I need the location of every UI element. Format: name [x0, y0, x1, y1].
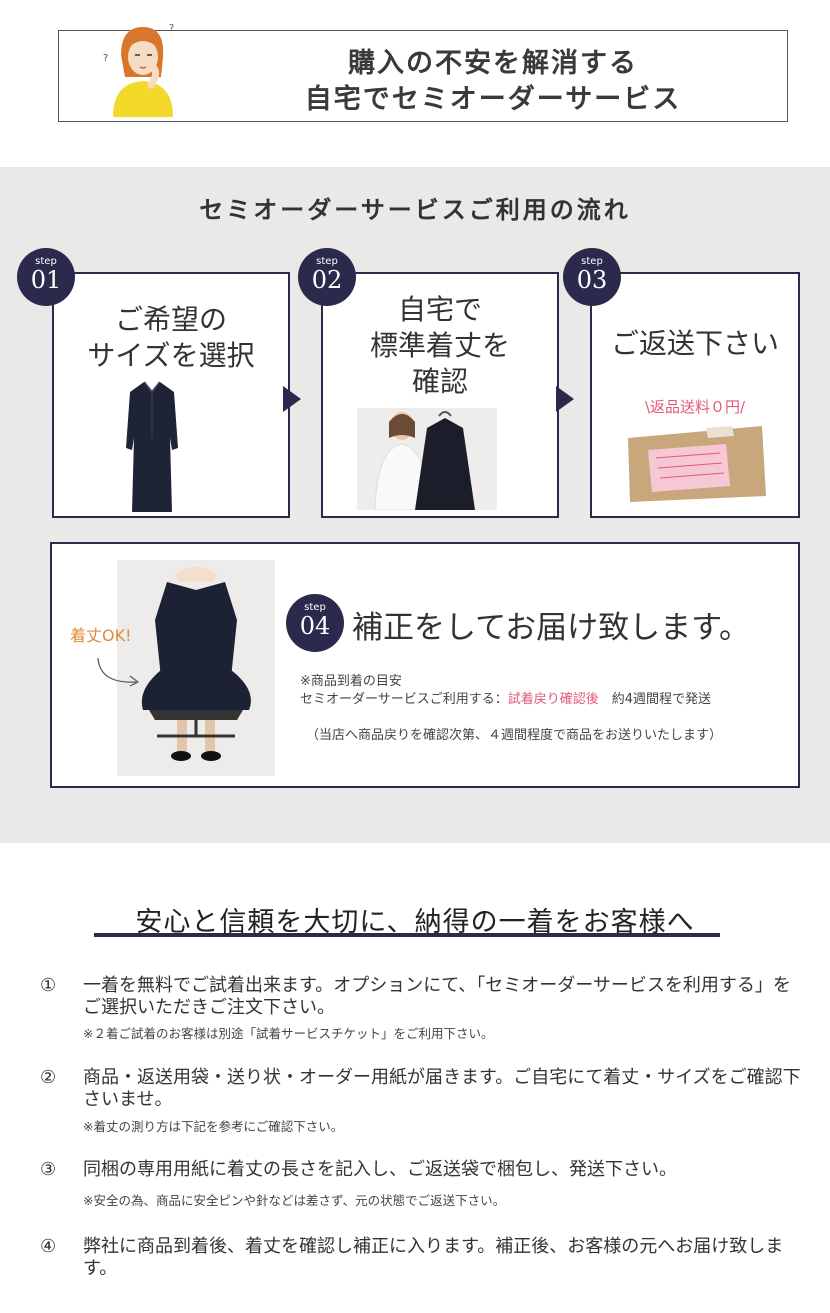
title-underline: [94, 933, 720, 937]
header-title-line1: 購入の不安を解消する: [348, 48, 638, 79]
step-03-text: ご返送下さい: [610, 327, 779, 360]
suit-photo: [126, 381, 178, 512]
return-bag-photo: [628, 426, 766, 502]
svg-text:?: ?: [169, 23, 174, 34]
step-01-card: ご希望の サイズを選択: [52, 272, 290, 518]
step-01-text: ご希望の サイズを選択: [87, 303, 255, 372]
length-ok-callout: 着丈OK!: [70, 626, 132, 645]
arrow-right-icon: [556, 386, 574, 412]
step-02-card: 自宅で 標準着丈を 確認: [321, 272, 559, 518]
trust-title: 安心と信頼を大切に、納得の一着をお客様へ: [135, 907, 695, 938]
free-return-tag: \返品送料０円/: [644, 398, 746, 416]
woman-holding-jacket-photo: [357, 408, 497, 510]
list-item: ③ 同梱の専用用紙に着丈の長さを記入し、ご返送袋で梱包し、発送下さい。 ※安全の…: [40, 1159, 677, 1208]
curved-arrow-icon: [97, 657, 140, 687]
step-02-badge: step 02: [298, 248, 356, 306]
header-title-line2: 自宅でセミオーダーサービス: [304, 84, 682, 115]
delivery-note: セミオーダーサービスご利用する：試着戻り確認後 約4週間程で発送: [300, 692, 712, 707]
arrow-right-icon: [283, 386, 301, 412]
header-banner: ? ? 購入の不安を解消する 自宅でセミオーダーサービス: [58, 23, 788, 122]
step-03-card: ご返送下さい \返品送料０円/: [590, 272, 800, 518]
delivery-note-2: （当店へ商品戻りを確認次第、４週間程度で商品をお送りいたします）: [306, 728, 723, 743]
seated-woman-photo: [117, 560, 275, 776]
step-01-badge: step 01: [17, 248, 75, 306]
list-item: ④ 弊社に商品到着後、着丈を確認し補正に入ります。補正後、お客様の元へお届け致し…: [40, 1236, 784, 1279]
step-02-text: 自宅で 標準着丈を 確認: [369, 293, 510, 398]
step-04-badge: step 04: [286, 594, 344, 652]
svg-text:?: ?: [103, 53, 108, 64]
list-item: ① 一着を無料でご試着出来ます。オプションにて、「セミオーダーサービスを利用する…: [40, 975, 791, 1041]
delivery-note-title: ※商品到着の目安: [300, 674, 402, 689]
list-item: ② 商品・返送用袋・送り状・オーダー用紙が届きます。ご自宅にて着丈・サイズをご確…: [40, 1067, 801, 1134]
thinking-woman-illustration: ? ?: [103, 23, 174, 117]
step-04-heading: 補正をしてお届け致します。: [352, 610, 751, 646]
note-highlight: 試着戻り確認後: [507, 692, 599, 707]
flow-title: セミオーダーサービスご利用の流れ: [199, 195, 631, 224]
step-04-card: 着丈OK! step 04 補正をしてお届け致します。 ※商品到着の目安 セミオ…: [50, 542, 800, 788]
step-03-badge: step 03: [563, 248, 621, 306]
